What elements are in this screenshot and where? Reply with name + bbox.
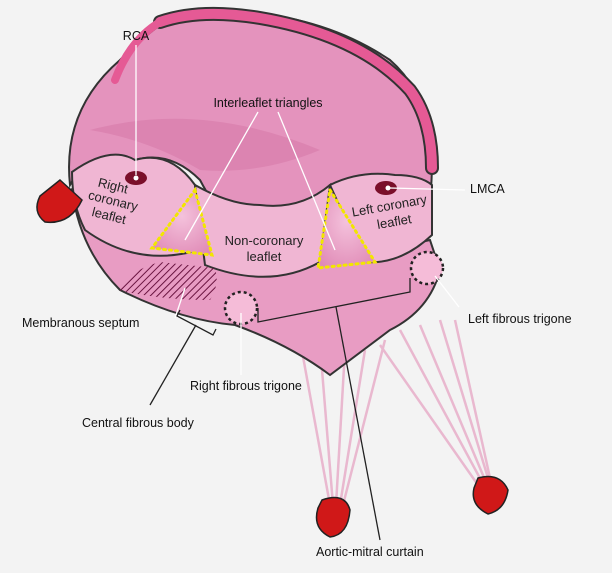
anatomy-brackets [149, 278, 411, 541]
membranous-septum-area [118, 262, 217, 300]
lmca-label: LMCA [470, 182, 505, 196]
papillary-muscle-left [315, 496, 351, 538]
interleaflet-triangles-label: Interleaflet triangles [213, 96, 322, 110]
membranous-septum-label: Membranous septum [22, 316, 139, 330]
right-coronary-leaflet-label-1: Right [97, 175, 130, 197]
rca-stump [36, 179, 83, 224]
rca-label-wrap: RCA [123, 29, 150, 181]
central-fibrous-body-label: Central fibrous body [82, 416, 195, 430]
non-coronary-leaflet-label-1: Non-coronary [225, 233, 304, 248]
rca-label: RCA [123, 29, 150, 43]
papillary-muscle-right [472, 475, 509, 515]
non-coronary-leaflet [193, 182, 332, 278]
left-coronary-leaflet-label-2: leaflet [376, 211, 413, 232]
chordae-tendineae [298, 319, 492, 506]
leader-lines [135, 45, 466, 375]
interleaflet-triangle-right [149, 186, 215, 257]
interleaflet-triangle-left [316, 185, 378, 270]
left-fibrous-trigone-label: Left fibrous trigone [468, 312, 572, 326]
aortic-mitral-curtain-label: Aortic-mitral curtain [316, 545, 424, 559]
non-coronary-leaflet-label-2: leaflet [247, 249, 282, 264]
right-fibrous-trigone-label: Right fibrous trigone [190, 379, 302, 393]
sinus-shading [90, 118, 320, 171]
